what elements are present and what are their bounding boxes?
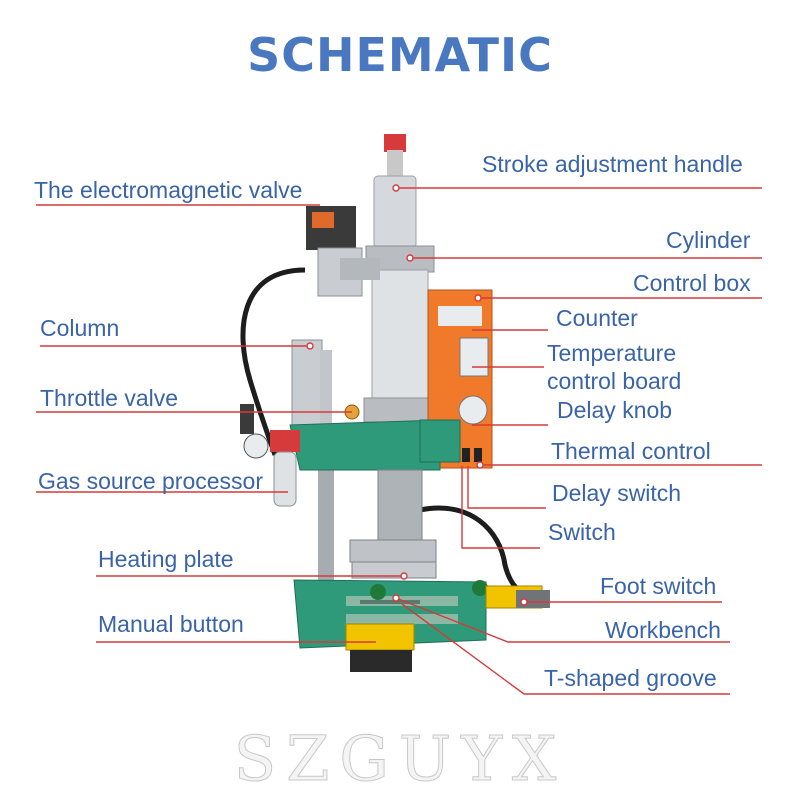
leader-dot-thermal-control: [476, 461, 484, 469]
label-workbench: Workbench: [605, 617, 721, 643]
label-control-box: Control box: [633, 270, 751, 296]
label-thermal-control: Thermal control: [551, 438, 711, 464]
leader-delay-switch: [467, 466, 546, 509]
label-delay-switch: Delay switch: [552, 480, 682, 506]
label-gas-source-processor: Gas source processor: [38, 468, 263, 494]
leader-dot-cylinder: [406, 254, 414, 262]
leader-dot-stroke-adjustment-handle: [392, 184, 400, 192]
label-temperature-control-board-line2: control board: [547, 368, 682, 394]
label-throttle-valve: Throttle valve: [40, 385, 179, 411]
label-temperature-control-board-line1: Temperature: [547, 340, 677, 366]
label-counter: Counter: [556, 305, 638, 331]
leader-lines: [36, 184, 762, 695]
label-cylinder: Cylinder: [666, 227, 751, 253]
leader-dot-workbench: [392, 594, 400, 602]
leader-dot-column: [306, 342, 314, 350]
watermark: SZGUYX: [233, 722, 567, 796]
leader-dot-heating-plate: [400, 572, 408, 580]
label-manual-button: Manual button: [98, 611, 244, 637]
label-stroke-adjustment-handle: Stroke adjustment handle: [482, 151, 743, 177]
leader-dot-control-box: [474, 294, 482, 302]
label-foot-switch: Foot switch: [600, 573, 717, 599]
label-t-shaped-groove: T-shaped groove: [544, 665, 717, 691]
page-title: SCHEMATIC: [247, 28, 553, 82]
label-delay-knob: Delay knob: [557, 397, 673, 423]
leader-t-shaped-groove: [401, 603, 730, 695]
leader-switch: [461, 466, 540, 549]
label-electromagnetic-valve: The electromagnetic valve: [34, 177, 303, 203]
label-switch: Switch: [548, 519, 616, 545]
press-machine: [240, 134, 550, 672]
label-heating-plate: Heating plate: [98, 546, 234, 572]
label-column: Column: [40, 315, 120, 341]
leader-dot-foot-switch: [520, 598, 528, 606]
leader-workbench: [395, 597, 730, 643]
